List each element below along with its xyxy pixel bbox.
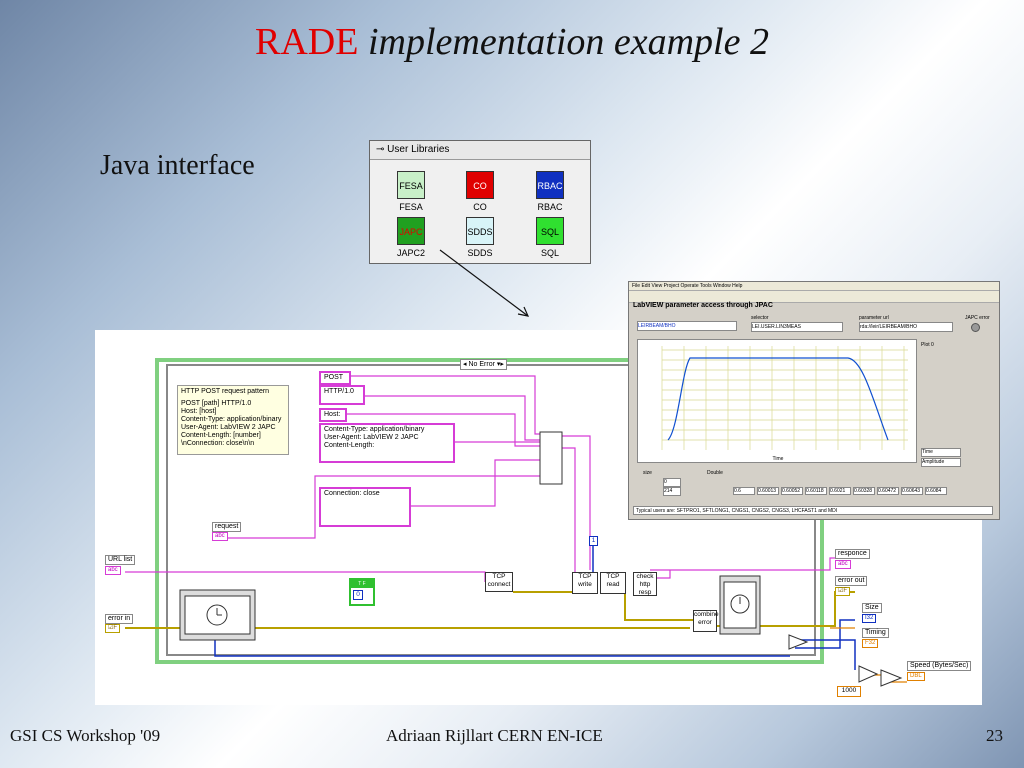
combine-error-node[interactable]: combine error <box>693 610 719 632</box>
array-size[interactable]: 214 <box>663 487 681 496</box>
http-post-note: HTTP POST request pattern POST [path] HT… <box>177 385 289 455</box>
error-in-label: error in <box>105 614 134 624</box>
responce-terminal[interactable]: abc <box>835 560 851 569</box>
rbac-icon: RBAC <box>536 171 564 199</box>
pin-icon[interactable]: ⊸ <box>376 144 388 155</box>
tile-label: FESA <box>399 202 423 212</box>
sdds-icon: SDDS <box>466 217 494 245</box>
title-rest: implementation example 2 <box>358 21 769 63</box>
tile-label: RBAC <box>537 202 563 212</box>
svg-text:Time: Time <box>773 456 784 462</box>
japc-error-label: JAPC error <box>965 315 990 321</box>
palette-title: User Libraries <box>387 144 450 155</box>
library-tile-sql[interactable]: SQL SQL <box>527 217 573 258</box>
size-caption: size <box>643 470 652 476</box>
selector-field[interactable]: LEI.USER.LIN3MEAS <box>751 322 843 332</box>
array-values: 0.6 0.60013 0.60052 0.60118 0.6021 0.603… <box>733 487 947 495</box>
library-tile-fesa[interactable]: FESA FESA <box>388 171 434 212</box>
title-accent: RADE <box>255 21 359 63</box>
labview-front-panel: File Edit View Project Operate Tools Win… <box>628 281 1000 520</box>
connection-close-constant[interactable]: Connection: close <box>319 487 411 527</box>
typical-users-text: Typical users are: SFTPRO1, SFTLONG1, CN… <box>633 506 993 515</box>
tcp-write-node[interactable]: TCP write <box>572 572 598 594</box>
timing-terminal[interactable]: F32 <box>862 639 879 648</box>
x-scale-field[interactable]: Time <box>921 448 961 457</box>
error-out-terminal[interactable]: ☑F <box>835 587 851 596</box>
tile-label: JAPC2 <box>396 248 425 258</box>
tcp-read-node[interactable]: TCP read <box>600 572 626 594</box>
true-false-selector[interactable]: T F 0 <box>349 578 375 606</box>
tile-label: SDDS <box>467 248 493 258</box>
fesa-icon: FESA <box>397 171 425 199</box>
panel-heading: LabVIEW parameter access through JPAC <box>633 302 773 309</box>
check-http-node[interactable]: check http resp <box>633 572 657 596</box>
toolbar <box>629 291 999 303</box>
menu-bar[interactable]: File Edit View Project Operate Tools Win… <box>629 282 999 291</box>
tile-label: CO <box>473 202 487 212</box>
footer-author: Adriaan Rijllart CERN EN-ICE <box>386 726 603 745</box>
palette-title-bar: ⊸ User Libraries <box>370 141 590 160</box>
footer-workshop: GSI CS Workshop '09 <box>10 726 161 745</box>
post-constant[interactable]: POST <box>319 371 351 385</box>
timing-label: Timing <box>862 628 889 638</box>
array-type-label: Double <box>707 470 723 476</box>
thousand-constant[interactable]: 1000 <box>837 686 861 697</box>
size-terminal[interactable]: I32 <box>862 614 877 623</box>
request-label: request <box>212 522 242 532</box>
host-constant[interactable]: Host: <box>319 408 347 422</box>
error-led-icon <box>971 323 980 332</box>
error-in-terminal[interactable]: ☑F <box>105 624 121 633</box>
selector-label: selector <box>751 315 769 321</box>
slide-subtitle: Java interface <box>100 150 255 181</box>
parameter-url-label: parameter url <box>859 315 889 321</box>
size-label: Size <box>862 603 882 613</box>
page-number: 23 <box>986 726 1003 745</box>
co-icon: CO <box>466 171 494 199</box>
plot-legend: Plot 0 <box>921 342 934 348</box>
tcp-connect-node[interactable]: TCP connect <box>485 572 513 592</box>
device-selector[interactable]: LEIRBEAM/BHO <box>637 321 737 331</box>
tile-label: SQL <box>540 248 559 258</box>
library-tile-sdds[interactable]: SDDS SDDS <box>457 217 503 258</box>
japc-icon: JAPC <box>397 217 425 245</box>
speed-terminal[interactable]: DBL <box>907 672 925 681</box>
slide-title: RADE implementation example 2 <box>0 20 1024 64</box>
responce-label: responce <box>835 549 870 559</box>
timer-frames <box>179 575 761 641</box>
y-scale-field[interactable]: Amplitude <box>921 458 961 467</box>
one-constant[interactable]: 1 <box>589 536 598 546</box>
library-tile-rbac[interactable]: RBAC RBAC <box>527 171 573 212</box>
request-terminal[interactable]: abc <box>212 532 228 541</box>
waveform-plot: Time <box>661 346 908 462</box>
library-tile-co[interactable]: CO CO <box>457 171 503 212</box>
waveform-graph: Time <box>637 339 917 463</box>
url-list-label: URL list <box>105 555 136 565</box>
library-tile-japc2[interactable]: JAPC JAPC2 <box>388 217 434 258</box>
http-version-constant[interactable]: HTTP/1.0 <box>319 385 365 405</box>
url-list-terminal[interactable]: abc <box>105 566 121 575</box>
content-constant[interactable]: Content-Type: application/binary User-Ag… <box>319 423 455 463</box>
error-out-label: error out <box>835 576 868 586</box>
parameter-url-field[interactable]: rda://leir/LEIRBEAM/BHO <box>859 322 953 332</box>
case-selector[interactable]: ◂ No Error ▾▸ <box>460 359 507 370</box>
array-index[interactable]: 0 <box>663 478 681 487</box>
speed-label: Speed (Bytes/Sec) <box>907 661 972 671</box>
sql-icon: SQL <box>536 217 564 245</box>
